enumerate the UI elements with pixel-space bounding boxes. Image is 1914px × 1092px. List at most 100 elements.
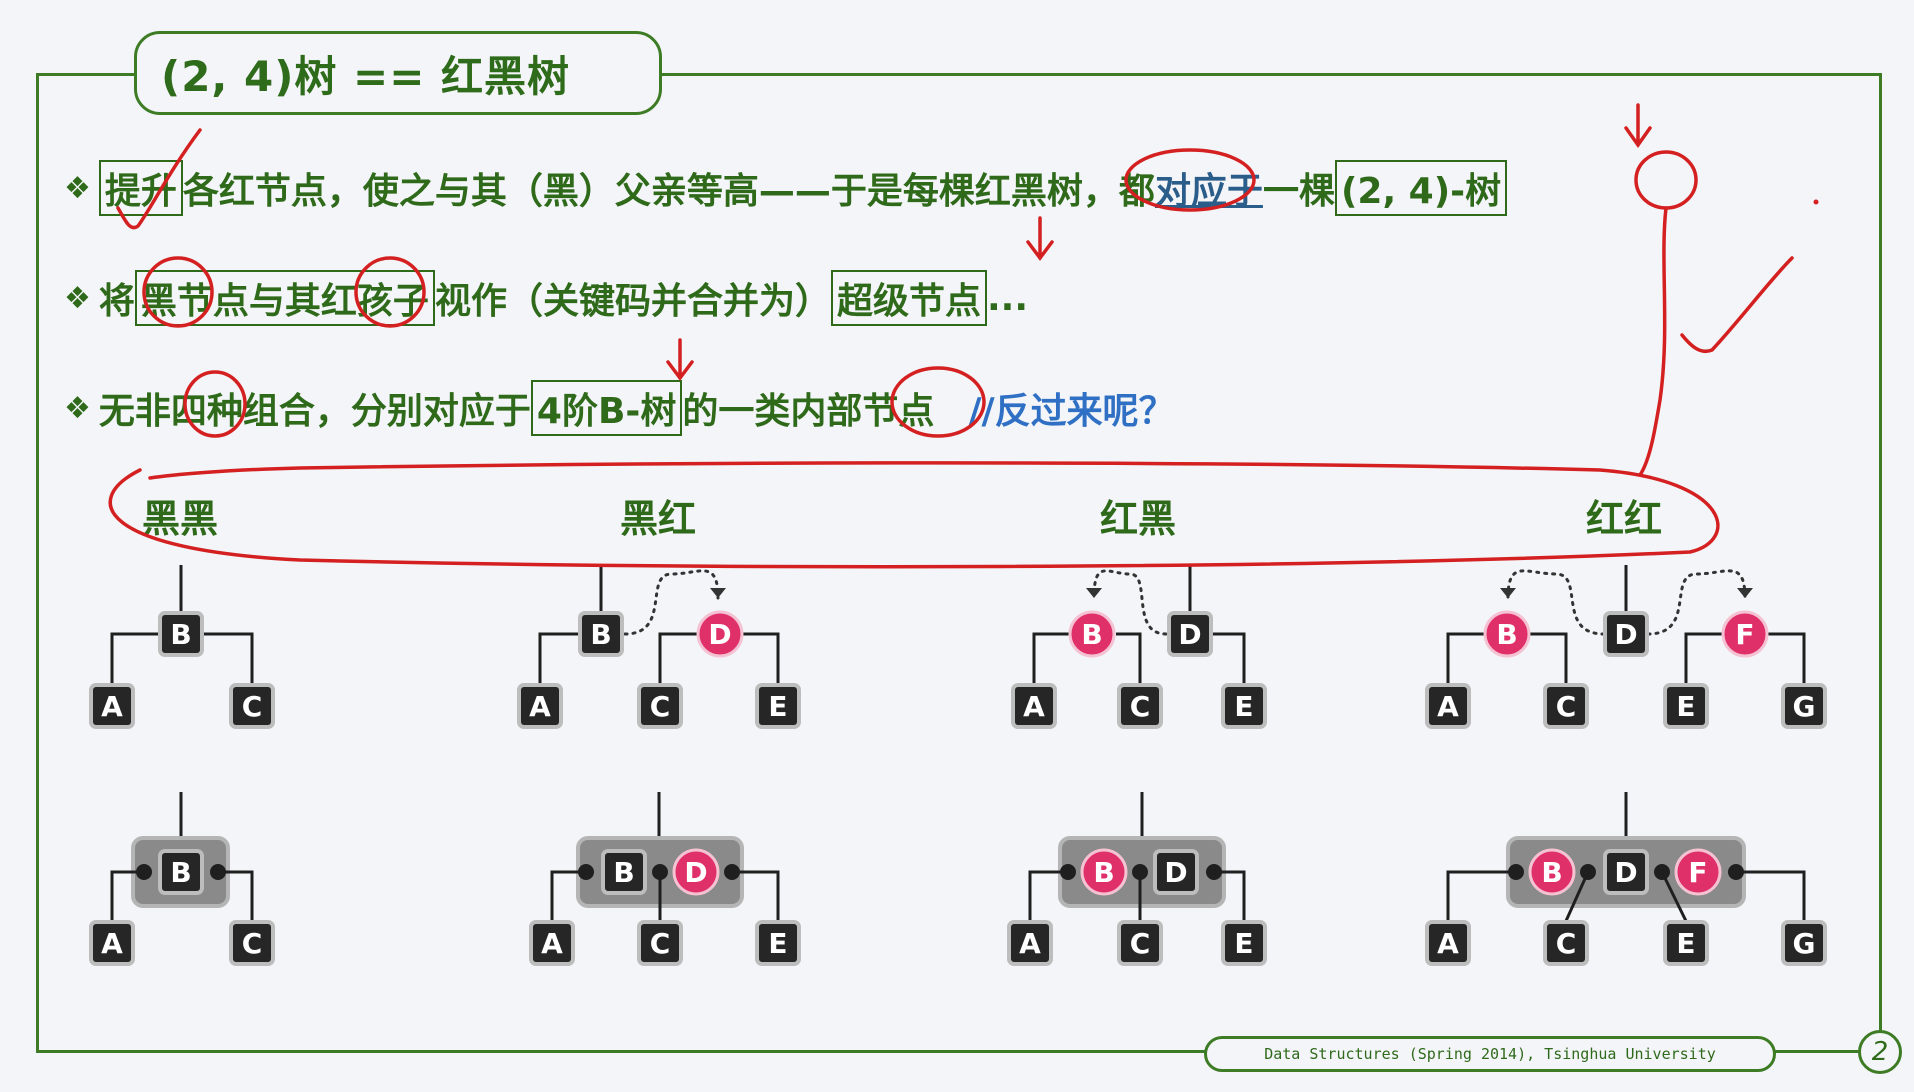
- bullet-2-text: 将: [98, 281, 135, 322]
- bullet-1: ❖ 提升 各红节点，使之与其（黑）父亲等高——于是每棵红黑树，都 对应于 一棵 …: [64, 160, 1508, 216]
- node-A-black: [529, 920, 575, 966]
- edge: [1660, 871, 1688, 922]
- node-label-B: B: [613, 856, 634, 889]
- link-dot: [652, 864, 668, 880]
- node-label-D: D: [1614, 618, 1637, 651]
- link-dot: [1728, 864, 1744, 880]
- node-B-black: [158, 611, 204, 657]
- edge: [732, 870, 780, 923]
- node-label-C: C: [1130, 927, 1151, 960]
- node-label-C: C: [1556, 690, 1577, 723]
- node-C-black: [1117, 683, 1163, 729]
- node-label-D: D: [708, 618, 731, 651]
- edge: [1530, 632, 1568, 686]
- link-dot: [210, 864, 226, 880]
- category-black-red: 黑红: [620, 497, 697, 541]
- title-text: (2, 4)树 == 红黑树: [161, 51, 571, 101]
- bullet-3-question: //反过来呢？: [968, 391, 1175, 432]
- node-label-E: E: [1234, 927, 1253, 960]
- category-red-red: 红红: [1586, 497, 1663, 541]
- checkmark-icon: [1680, 256, 1794, 353]
- bullet-2-text-2: 视作（关键码并合并为）: [434, 281, 831, 322]
- node-label-B: B: [1496, 618, 1517, 651]
- bullet-2: ❖ 将 黑节点与其红孩子 视作（关键码并合并为） 超级节点 ...: [64, 270, 1028, 326]
- node-label-A: A: [529, 690, 551, 723]
- category-black-black: 黑黑: [142, 497, 219, 541]
- bullet-2-boxed-term: 黑节点与其红孩子: [134, 270, 435, 326]
- node-G-black: [1781, 920, 1827, 966]
- link-dot: [1580, 864, 1596, 880]
- node-label-C: C: [242, 927, 263, 960]
- node-label-A: A: [1019, 927, 1041, 960]
- bullet-1-boxed-tree: (2, 4)-树: [1334, 160, 1508, 216]
- ink-dot: [1813, 199, 1819, 205]
- node-label-A: A: [101, 927, 123, 960]
- node-D-black: [1167, 611, 1213, 657]
- ink-circle: [354, 256, 426, 328]
- node-F-red: [1674, 848, 1722, 896]
- promote-arrow: [1646, 569, 1747, 636]
- node-label-G: G: [1793, 927, 1816, 960]
- bullet-diamond-icon: ❖: [64, 280, 91, 316]
- bullet-1-boxed-term: 提升: [98, 160, 183, 216]
- bullet-3-boxed-term: 4阶B-树: [530, 380, 683, 436]
- edge: [1564, 871, 1590, 922]
- node-C-black: [1543, 683, 1589, 729]
- edge: [1214, 870, 1246, 923]
- bullet-2-boxed-supernode: 超级节点: [830, 270, 987, 326]
- edge: [110, 870, 144, 923]
- node-B-black: [158, 849, 204, 895]
- node-D-red: [672, 848, 720, 896]
- node-B-red: [1068, 610, 1116, 658]
- node-A-black: [517, 683, 563, 729]
- ink-connector: [1638, 206, 1668, 477]
- ink-circle: [142, 256, 214, 328]
- node-A-black: [1007, 920, 1053, 966]
- edge: [1736, 870, 1806, 923]
- node-label-B: B: [590, 618, 611, 651]
- bullet-3-text: 无非四种组合，分别对应于: [98, 391, 531, 432]
- arrow-down-icon: [666, 338, 694, 381]
- bullet-1-link[interactable]: 对应于: [1154, 171, 1263, 212]
- node-label-D: D: [1178, 618, 1201, 651]
- edge: [1684, 632, 1722, 686]
- node-label-F: F: [1735, 618, 1754, 651]
- ink-circle: [1124, 148, 1256, 212]
- promote-arrow: [623, 569, 720, 636]
- node-A-black: [89, 920, 135, 966]
- node-label-F: F: [1688, 856, 1707, 889]
- checkmark-icon: [116, 128, 202, 230]
- ink-ellipse: [108, 461, 1720, 569]
- node-label-E: E: [768, 690, 787, 723]
- node-label-A: A: [1437, 690, 1459, 723]
- node-E-black: [755, 920, 801, 966]
- edge: [1028, 870, 1068, 923]
- edge: [1211, 632, 1246, 686]
- bullet-3: ❖ 无非四种组合，分别对应于 4阶B-树 的一类内部节点 //反过来呢？: [64, 380, 1175, 436]
- node-E-black: [1663, 920, 1709, 966]
- node-C-black: [1117, 920, 1163, 966]
- node-label-E: E: [768, 927, 787, 960]
- node-label-B: B: [1541, 856, 1562, 889]
- bullet-diamond-icon: ❖: [64, 170, 91, 206]
- bullet-1-text: 各红节点，使之与其（黑）父亲等高——于是每棵红黑树，都: [182, 171, 1155, 212]
- node-E-black: [755, 683, 801, 729]
- ink-circle: [183, 370, 247, 438]
- edge: [218, 870, 254, 923]
- edge: [1116, 632, 1142, 686]
- node-B-red: [1080, 848, 1128, 896]
- node-A-black: [1011, 683, 1057, 729]
- ink-circle: [890, 366, 986, 438]
- node-label-A: A: [101, 690, 123, 723]
- node-C-black: [1543, 920, 1589, 966]
- node-A-black: [1425, 683, 1471, 729]
- edge: [1446, 632, 1484, 686]
- node-E-black: [1663, 683, 1709, 729]
- node-label-D: D: [1614, 856, 1637, 889]
- edge: [1768, 632, 1806, 686]
- node-D-black: [1153, 849, 1199, 895]
- node-D-red: [696, 610, 744, 658]
- arrow-head-icon: [1737, 588, 1753, 598]
- node-E-black: [1221, 920, 1267, 966]
